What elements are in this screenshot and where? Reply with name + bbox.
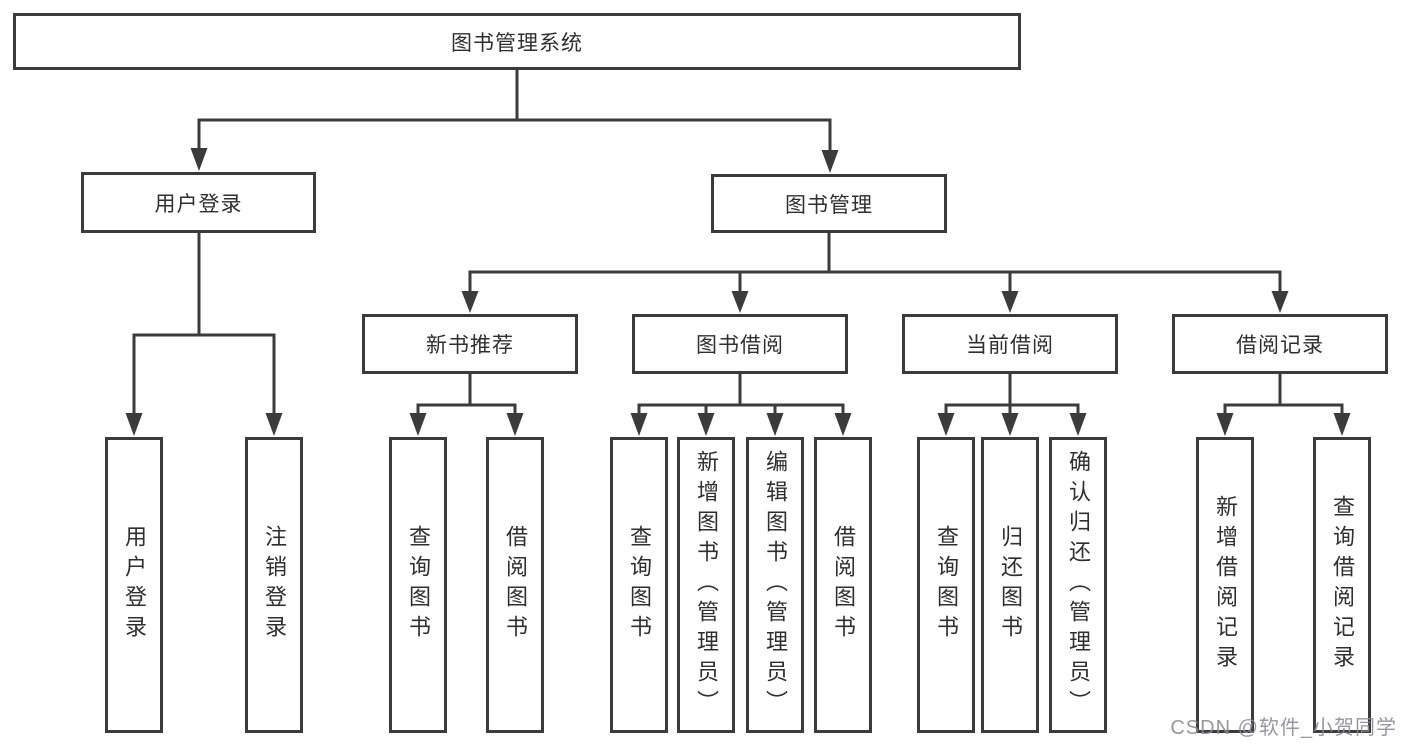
leaf-logout: 注销登录 (245, 437, 303, 733)
node-library-management-system: 图书管理系统 (13, 13, 1021, 70)
leaf-records-add-record: 新增借阅记录 (1196, 437, 1254, 733)
leaf-current-confirm-return-admin: 确认归还（管理员） (1049, 437, 1107, 733)
node-new-book-recommendation: 新书推荐 (362, 314, 578, 374)
leaf-current-return-books: 归还图书 (981, 437, 1039, 733)
connector-book-management-to-level3 (461, 233, 1289, 313)
leaf-borrowing-add-books-admin: 新增图书（管理员） (677, 437, 735, 733)
leaf-new-books-query-books: 查询图书 (389, 437, 447, 733)
leaf-current-query-books: 查询图书 (917, 437, 975, 733)
csdn-watermark: CSDN @软件_小贺同学 (1170, 717, 1397, 739)
leaf-new-books-borrow-books: 借阅图书 (486, 437, 544, 733)
leaf-borrowing-edit-books-admin: 编辑图书（管理员） (746, 437, 804, 733)
connector-borrow-records-to-leaves (1216, 374, 1351, 436)
connector-user-login-to-leaves (125, 233, 283, 436)
leaf-records-query-record: 查询借阅记录 (1313, 437, 1371, 733)
node-book-borrowing: 图书借阅 (632, 314, 848, 374)
connector-new-books-to-leaves (409, 374, 524, 436)
node-user-login: 用户登录 (81, 172, 316, 233)
node-borrowing-records: 借阅记录 (1172, 314, 1388, 374)
connector-book-borrowing-to-leaves (630, 374, 852, 436)
node-book-management: 图书管理 (711, 174, 947, 233)
node-current-borrowing: 当前借阅 (902, 314, 1118, 374)
leaf-borrowing-query-books: 查询图书 (610, 437, 668, 733)
leaf-user-login: 用户登录 (105, 437, 163, 733)
connector-root-to-level2 (190, 70, 839, 173)
connector-current-borrowing-to-leaves (937, 374, 1087, 436)
leaf-borrowing-borrow-books: 借阅图书 (814, 437, 872, 733)
